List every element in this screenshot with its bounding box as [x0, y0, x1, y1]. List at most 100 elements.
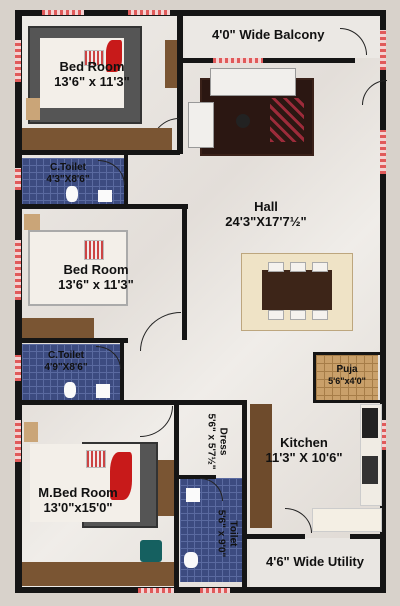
nightstand-master	[24, 422, 38, 442]
wc-master	[184, 552, 198, 568]
puja-size: 5'6"x4'0"	[328, 375, 366, 386]
label-master-bedroom: M.Bed Room 13'0"x15'0"	[28, 485, 128, 516]
kitchen-counter-bottom	[312, 508, 382, 532]
wall-kitchen-bottom	[245, 534, 305, 539]
dining-chair-5	[290, 310, 306, 320]
bed-mid-pillow	[84, 240, 104, 260]
utility-floor	[250, 538, 382, 590]
label-bedroom-mid: Bed Room 13'6" x 11'3"	[46, 262, 146, 293]
basin-master	[186, 488, 200, 502]
wall-balcony-bottom	[183, 58, 355, 63]
bedroom-mid-size: 13'6" x 11'3"	[58, 276, 134, 292]
dining-table	[262, 270, 332, 310]
wall-kitchen-bottom-right	[350, 534, 382, 539]
stove	[362, 456, 378, 484]
bed-top-pillow	[84, 50, 104, 66]
window-left-4	[15, 355, 21, 381]
window-balcony	[213, 58, 263, 63]
wardrobe-master	[22, 562, 174, 586]
fridge	[362, 408, 378, 438]
rug-pattern	[270, 98, 304, 142]
wall-bedroom-mid-bottom	[20, 338, 128, 343]
dress-name: Dress	[217, 427, 229, 456]
hall-size: 24'3"X17'7½"	[225, 213, 307, 229]
wall-puja-bottom	[313, 400, 380, 403]
label-toilet-master: Toilet 5'6" x 9'0"	[216, 489, 239, 579]
window-left-3	[15, 240, 21, 300]
kitchen-size: 11'3" X 10'6"	[265, 449, 343, 465]
outer-wall-left	[15, 10, 22, 593]
wall-puja-left	[313, 352, 316, 402]
wall-bedroom-top-right	[177, 14, 183, 154]
kitchen-counter-left	[250, 404, 272, 528]
wardrobe-top	[22, 128, 172, 150]
wall-bedroom-mid-right	[182, 204, 187, 340]
bed-master-blanket	[110, 452, 132, 500]
armchair	[188, 102, 214, 148]
bedroom-top-name: Bed Room	[59, 59, 125, 74]
wardrobe-mid	[22, 318, 94, 338]
dining-chair-4	[268, 310, 284, 320]
bedroom-top-size: 13'6" x 11'3"	[54, 73, 130, 89]
wall-master-right	[174, 400, 179, 590]
label-utility: 4'6" Wide Utility	[266, 554, 364, 569]
coffee-table	[236, 114, 250, 128]
wall-dress-right	[242, 400, 247, 590]
bedroom-mid-name: Bed Room	[63, 262, 129, 277]
label-balcony: 4'0" Wide Balcony	[212, 27, 325, 42]
label-kitchen: Kitchen 11'3" X 10'6"	[254, 435, 354, 466]
label-puja: Puja 5'6"x4'0"	[316, 364, 378, 386]
toilet-mid-name: C.Toilet	[48, 350, 84, 361]
dining-chair-2	[290, 262, 306, 272]
basin-top	[98, 190, 112, 202]
outer-wall-right	[380, 10, 386, 593]
master-bedroom-name: M.Bed Room	[38, 485, 118, 500]
window-right-balcony	[380, 30, 386, 70]
window-left-5	[15, 420, 21, 462]
wc-top	[66, 186, 78, 202]
window-right-kitchen	[380, 420, 386, 450]
bed-master-pillow	[86, 450, 106, 468]
wall-toilet-mid-right	[120, 338, 124, 404]
hall-name: Hall	[254, 199, 278, 214]
dining-chair-1	[268, 262, 284, 272]
label-toilet-mid: C.Toilet 4'9"X8'6"	[38, 350, 94, 373]
toilet-top-size: 4'3"X8'6"	[46, 173, 90, 185]
toilet-top-name: C.Toilet	[50, 162, 86, 173]
label-bedroom-top: Bed Room 13'6" x 11'3"	[42, 59, 142, 90]
dining-chair-6	[312, 310, 328, 320]
nightstand-mid	[24, 214, 40, 230]
nightstand-top	[26, 98, 40, 120]
window-left-2	[15, 168, 21, 190]
dining-chair-3	[312, 262, 328, 272]
window-left-1	[15, 40, 21, 82]
dress-size: 5'6" x 5'7½"	[206, 413, 217, 470]
sofa	[210, 68, 296, 96]
label-dress: Dress 5'6" x 5'7½"	[206, 397, 229, 487]
window-bottom-toilet	[200, 588, 230, 593]
dresser-master	[158, 460, 174, 516]
wall-toilet-mid-bottom	[20, 400, 245, 405]
window-top-mid	[128, 10, 170, 15]
kitchen-name: Kitchen	[280, 435, 328, 450]
outer-wall-top	[15, 10, 385, 16]
puja-name: Puja	[336, 364, 358, 375]
wall-toilet-top-right	[124, 150, 128, 208]
wall-dress-bottom	[176, 475, 216, 479]
bed-top-blanket	[106, 40, 122, 72]
wall-toilet-top-bottom	[20, 204, 188, 209]
window-bottom-master	[138, 588, 174, 593]
toilet-master-name: Toilet	[227, 520, 239, 547]
window-top-left	[42, 10, 84, 15]
desk-top	[165, 40, 177, 88]
wall-puja-top	[313, 352, 380, 355]
wall-bedroom-top-bottom	[20, 150, 180, 155]
puja-floor	[316, 355, 378, 401]
label-hall: Hall 24'3"X17'7½"	[214, 199, 318, 230]
master-bedroom-size: 13'0"x15'0"	[43, 499, 113, 515]
toilet-master-size: 5'6" x 9'0"	[216, 509, 227, 558]
toilet-mid-size: 4'9"X8'6"	[44, 361, 88, 373]
window-right-hall	[380, 130, 386, 174]
basin-mid	[96, 384, 110, 398]
